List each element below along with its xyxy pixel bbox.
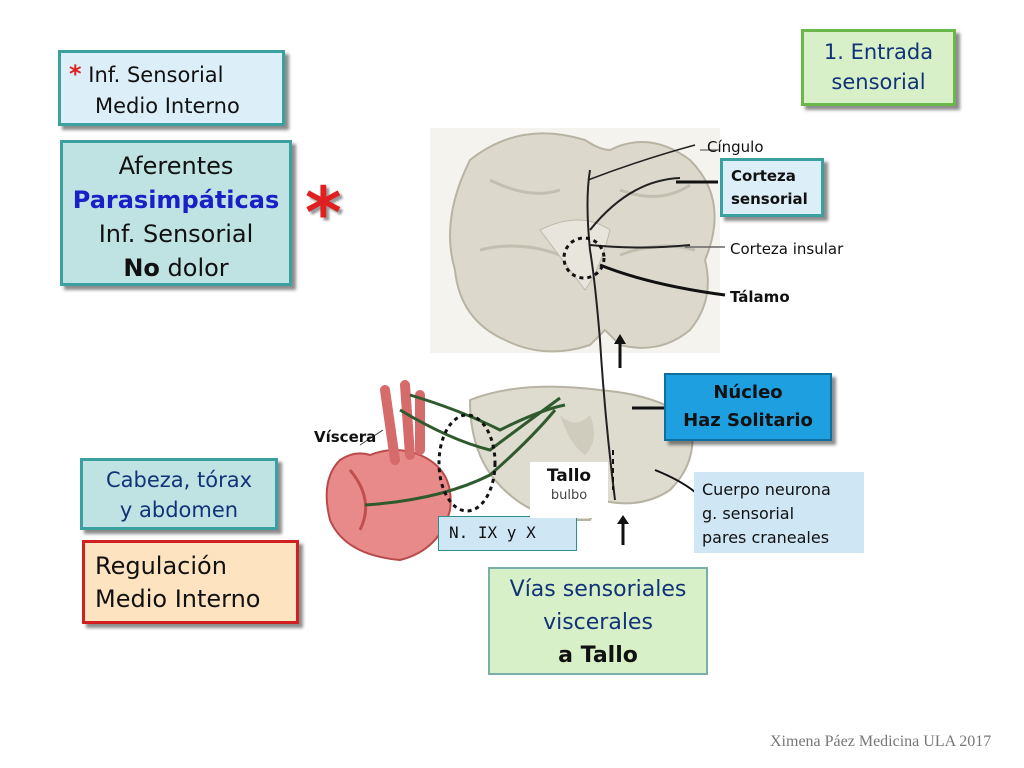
- label-corteza-insular: Corteza insular: [730, 240, 844, 258]
- corteza-line2: sensorial: [731, 190, 808, 208]
- asterisk-mark: *: [305, 172, 342, 254]
- footer-credit: Ximena Páez Medicina ULA 2017: [770, 733, 992, 750]
- cuerpo-line2: g. sensorial: [702, 504, 795, 523]
- cabeza-torax-box: Cabeza, tórax y abdomen: [80, 458, 278, 530]
- regulacion-box: Regulación Medio Interno: [82, 540, 299, 624]
- vagal-fibers: [364, 393, 566, 507]
- nerves-dashed-ellipse: [437, 413, 497, 513]
- vias-line3: a Tallo: [558, 643, 638, 668]
- cabeza-line1: Cabeza, tórax: [105, 468, 253, 492]
- pointer-talamo: [599, 263, 726, 297]
- entrada-line1: 1. Entrada: [823, 40, 934, 64]
- cabeza-line2: y abdomen: [119, 498, 239, 522]
- thalamus-dashed-circle: [562, 236, 606, 280]
- vias-line1: Vías sensoriales: [509, 577, 687, 602]
- aferentes-line2: Parasimpáticas: [72, 186, 280, 214]
- inf-line1: Inf. Sensorial: [88, 63, 224, 87]
- inf-sensorial-box: * Inf. Sensorial Medio Interno: [58, 50, 285, 126]
- inf-line2: Medio Interno: [95, 94, 240, 118]
- regulacion-line2: Medio Interno: [95, 585, 261, 613]
- label-cingulo: Cíngulo: [707, 138, 764, 156]
- aferentes-box: Aferentes Parasimpáticas Inf. Sensorial …: [60, 140, 292, 286]
- cuerpo-neurona-box: Cuerpo neurona g. sensorial pares cranea…: [694, 472, 864, 553]
- ascending-pathway: [586, 169, 616, 501]
- pointer-viscera: [359, 429, 384, 446]
- nucleo-line1: Núcleo: [713, 382, 783, 403]
- pathway-branch-cingulate: [587, 144, 696, 181]
- aferentes-line3: Inf. Sensorial: [98, 220, 254, 248]
- nucleo-line2: Haz Solitario: [683, 410, 813, 431]
- corteza-line1: Corteza: [731, 167, 796, 185]
- brain-section: [430, 128, 720, 353]
- vias-line2: viscerales: [543, 610, 653, 635]
- label-tallo: Tallo: [546, 466, 592, 486]
- label-bulbo: bulbo: [550, 488, 588, 503]
- entrada-line2: sensorial: [831, 70, 926, 94]
- cuerpo-line3: pares craneales: [702, 528, 830, 547]
- aferentes-line1: Aferentes: [118, 152, 234, 180]
- vias-sensoriales-box: Vías sensoriales viscerales a Tallo: [488, 567, 708, 675]
- corteza-sensorial-box: Corteza sensorial: [720, 158, 824, 217]
- nervios-text: N. IX y X: [449, 523, 536, 542]
- aferentes-dolor: dolor: [159, 254, 229, 282]
- regulacion-line1: Regulación: [95, 552, 227, 580]
- nucleo-haz-solitario-box: Núcleo Haz Solitario: [664, 373, 832, 441]
- pointer-cuerpo-neurona: [654, 469, 696, 493]
- brainstem-section: [468, 385, 694, 521]
- heart-illustration: [325, 380, 452, 562]
- entrada-sensorial-box: 1. Entrada sensorial: [801, 29, 956, 106]
- label-talamo: Tálamo: [730, 288, 790, 306]
- up-arrow-upper: [614, 334, 626, 368]
- up-arrow-lower: [617, 515, 629, 545]
- tallo-bulbo-label: Tallo bulbo: [530, 462, 608, 518]
- pathway-branch-cortex: [589, 177, 681, 231]
- label-viscera: Víscera: [314, 428, 377, 446]
- aferentes-no: No: [123, 254, 160, 282]
- nervios-box: N. IX y X: [438, 516, 577, 551]
- cuerpo-line1: Cuerpo neurona: [702, 480, 831, 499]
- inf-star: *: [69, 60, 82, 88]
